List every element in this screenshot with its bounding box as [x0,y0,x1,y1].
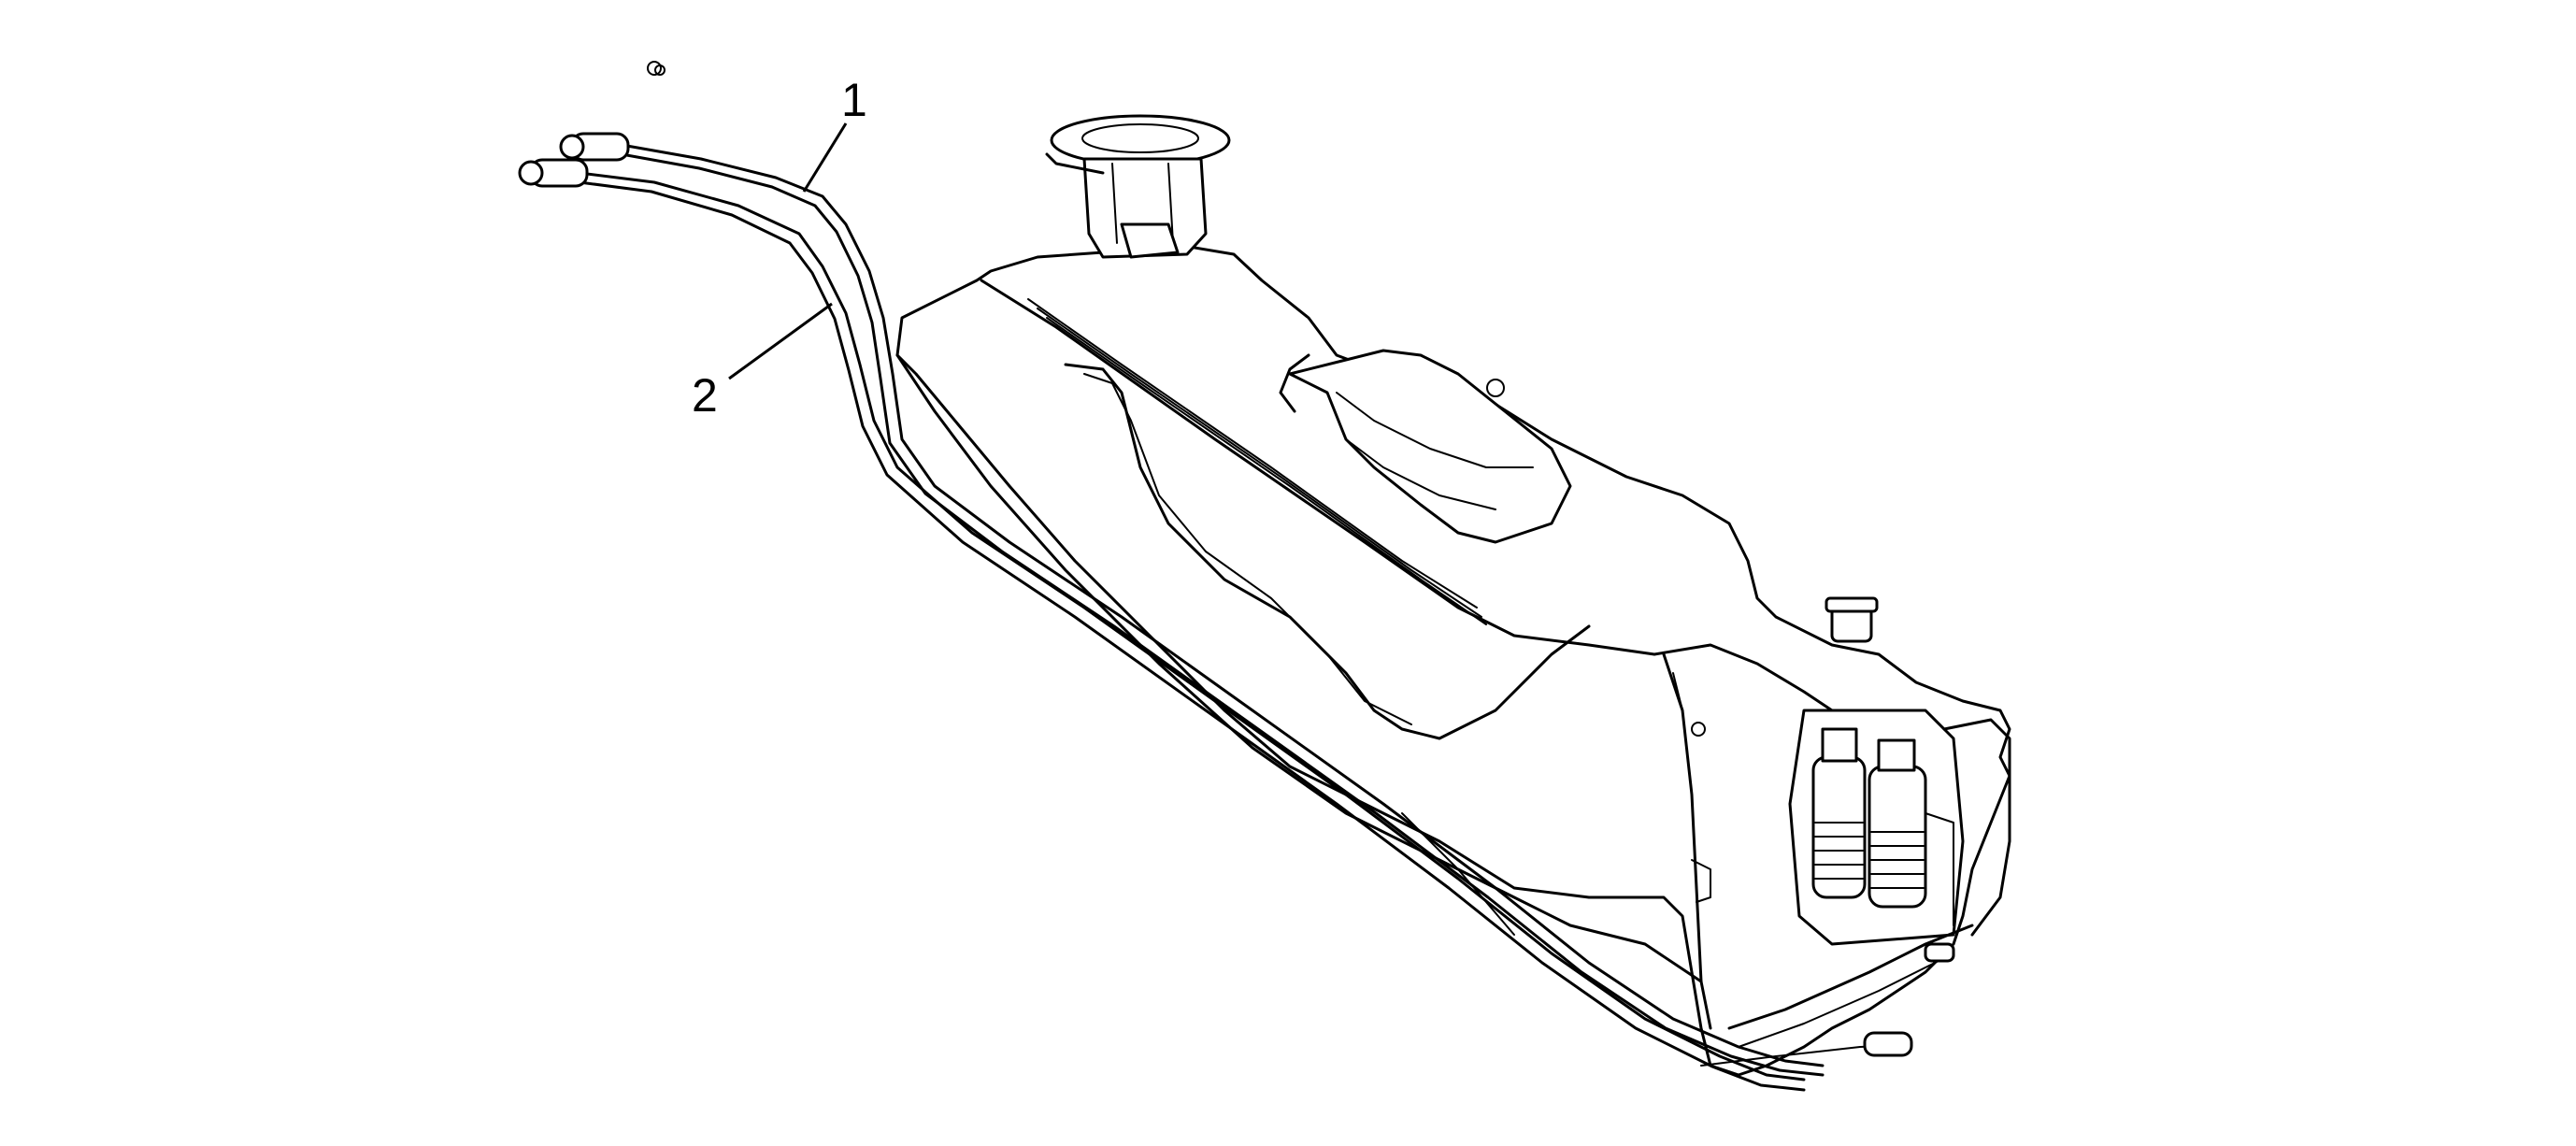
fuel-line-2 [518,158,1806,1092]
callout-1-leader [802,122,848,193]
fuel-tank-body [895,243,2011,1077]
callout-2-label: 2 [692,369,718,422]
filler-neck [1045,114,1231,259]
retainer-clip [647,61,665,76]
saddle-hump [1279,349,1572,544]
callout-1-label: 1 [841,74,867,126]
callout-2-leader [728,302,833,380]
fuel-line-1 [559,132,1825,1077]
fuel-pump-modules [1788,596,2011,946]
tank-strap [1700,924,1974,1067]
